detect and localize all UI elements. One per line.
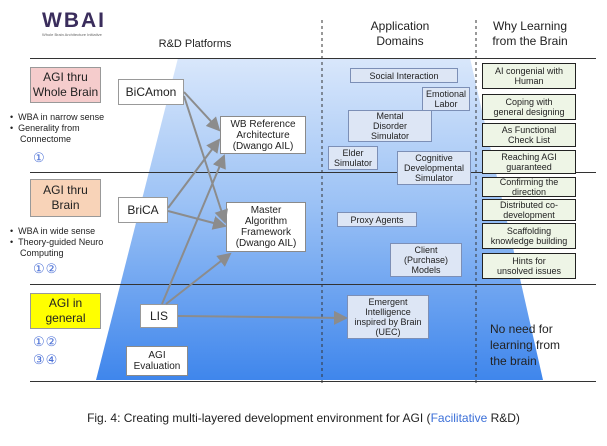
divider-mid2: [30, 284, 596, 285]
figure-caption: Fig. 4: Creating multi-layered developme…: [87, 411, 520, 425]
level-whole-brain-bullets: • WBA in narrow sense • Generality from …: [6, 112, 116, 145]
domain-proxy-agents: Proxy Agents: [337, 212, 417, 227]
divider-mid1: [30, 172, 596, 173]
platform-brica: BriCA: [118, 197, 168, 223]
why-functional-checklist: As Functional Check List: [482, 123, 576, 147]
why-ai-congenial: AI congenial with Human: [482, 63, 576, 89]
level-whole-brain: AGI thru Whole Brain: [30, 67, 101, 103]
no-need-text: No need for learning from the brain: [490, 322, 561, 368]
domain-emergent-intelligence: Emergent Intelligence inspired by Brain …: [347, 295, 429, 339]
wbai-logo: WBAI Whole Brain Architecture Initiative: [42, 9, 106, 38]
arrow-brica-wbref: [167, 138, 221, 209]
logo-subtitle: Whole Brain Architecture Initiative: [42, 32, 102, 37]
why-coping-general: Coping with general designing: [482, 94, 576, 120]
logo-text: WBAI: [42, 9, 106, 32]
platform-bicamon: BiCAmon: [118, 79, 184, 105]
arrow-lis-emergent: [177, 310, 348, 325]
wb-reference-architecture: WB Reference Architecture (Dwango AIL): [220, 116, 306, 154]
divider-top: [30, 58, 596, 59]
why-distributed-codevelopment: Distributed co- development: [482, 199, 576, 221]
why-hints-unsolved: Hints for unsolved issues: [482, 253, 576, 279]
divider-bottom: [30, 381, 596, 382]
why-confirming-direction: Confirming the direction: [482, 177, 576, 197]
circled-numbers-2: ①②: [33, 261, 59, 276]
header-why-learning: Why Learning from the Brain: [492, 19, 568, 48]
arrow-lis-master: [165, 252, 232, 305]
domain-mental-disorder: Mental Disorder Simulator: [348, 110, 432, 142]
circled-numbers-3: ①② ③④: [33, 334, 59, 367]
level-thru-brain-bullets: • WBA in wide sense • Theory-guided Neur…: [6, 226, 136, 259]
master-algorithm-framework: Master Algorithm Framework (Dwango AIL): [226, 202, 306, 252]
domain-elder-simulator: Elder Simulator: [328, 146, 378, 170]
arrow-brica-master: [167, 210, 227, 230]
domain-client-models: Client (Purchase) Models: [390, 243, 462, 277]
level-agi-general: AGI in general: [30, 293, 101, 329]
domain-emotional-labor: Emotional Labor: [422, 87, 470, 111]
arrow-lis-wbref: [161, 154, 226, 305]
bullet-item: • Generality from Connectome: [10, 123, 80, 144]
circled-numbers-1: ①: [33, 150, 46, 165]
header-rd-platforms: R&D Platforms: [158, 38, 232, 50]
why-reaching-agi: Reaching AGI guaranteed: [482, 150, 576, 174]
domain-cognitive-developmental: Cognitive Developmental Simulator: [397, 151, 471, 185]
domain-social-interaction: Social Interaction: [350, 68, 458, 83]
header-application-domains: Application Domains: [370, 19, 430, 48]
platform-agi-evaluation: AGI Evaluation: [126, 346, 188, 376]
why-scaffolding: Scaffolding knowledge building: [482, 223, 576, 249]
platform-lis: LIS: [140, 304, 178, 328]
bullet-item: • WBA in wide sense: [10, 226, 96, 236]
arrow-bicamon-wbref: [183, 91, 221, 132]
bullet-item: • Theory-guided Neuro Computing: [10, 237, 104, 258]
level-thru-brain: AGI thru Brain: [30, 179, 101, 217]
bullet-item: • WBA in narrow sense: [10, 112, 105, 122]
